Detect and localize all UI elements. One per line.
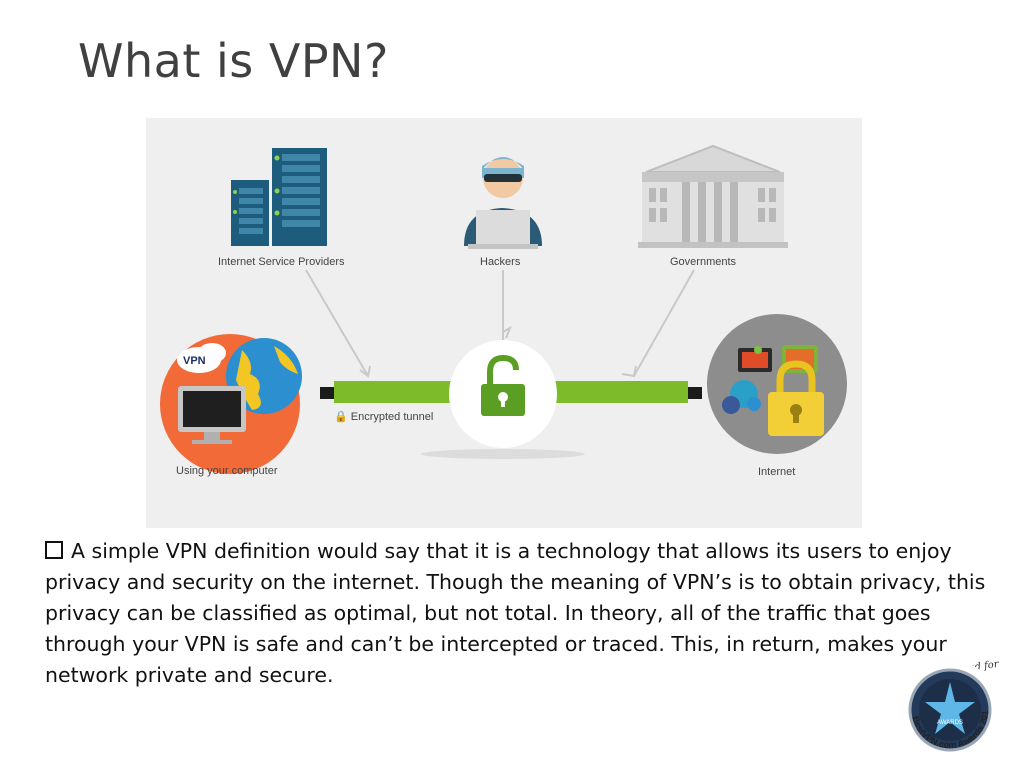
governments-label: Governments (670, 256, 737, 268)
lock-shadow (421, 449, 585, 459)
hackers-arrowhead (502, 325, 512, 339)
governments-connector-line (633, 269, 695, 377)
governments-arrowhead (621, 365, 637, 378)
isp-label: Internet Service Providers (218, 256, 345, 268)
server-icon (231, 148, 327, 246)
encrypted-tunnel (320, 381, 702, 403)
computer-globe-group: VPN (160, 334, 302, 474)
diagram-canvas: VPN (160, 144, 847, 474)
internet-label: Internet (758, 466, 796, 478)
star-icon (925, 682, 975, 734)
laptop-icon (178, 386, 246, 444)
vpn-cloud-text: VPN (183, 355, 206, 367)
vpn-cloud-icon: VPN (177, 343, 226, 373)
tunnel-label-group: 🔒 Encrypted tunnel (334, 410, 433, 423)
computer-label: Using your computer (176, 465, 278, 477)
connector-lines (305, 269, 695, 378)
slide-title: What is VPN? (78, 34, 389, 88)
padlock-icon (481, 354, 525, 416)
checkbox-bullet-icon (45, 541, 63, 559)
award-badge: AWARDS BestVPN.com Awards 2018 (898, 658, 1000, 760)
internet-group (707, 314, 847, 454)
hacker-icon (464, 157, 542, 249)
badge-center-text: AWARDS (937, 720, 963, 726)
isp-arrowhead (359, 365, 371, 378)
body-text: A simple VPN definition would say that i… (45, 539, 986, 687)
government-building-icon (638, 144, 788, 248)
tunnel-label: Encrypted tunnel (350, 411, 434, 423)
lock-small-icon: 🔒 (334, 411, 348, 423)
hackers-label: Hackers (480, 256, 521, 268)
internet-padlock-icon (768, 360, 824, 436)
body-paragraph: A simple VPN definition would say that i… (45, 536, 1005, 691)
vpn-diagram: VPN (146, 118, 862, 528)
isp-connector-line (305, 269, 369, 377)
